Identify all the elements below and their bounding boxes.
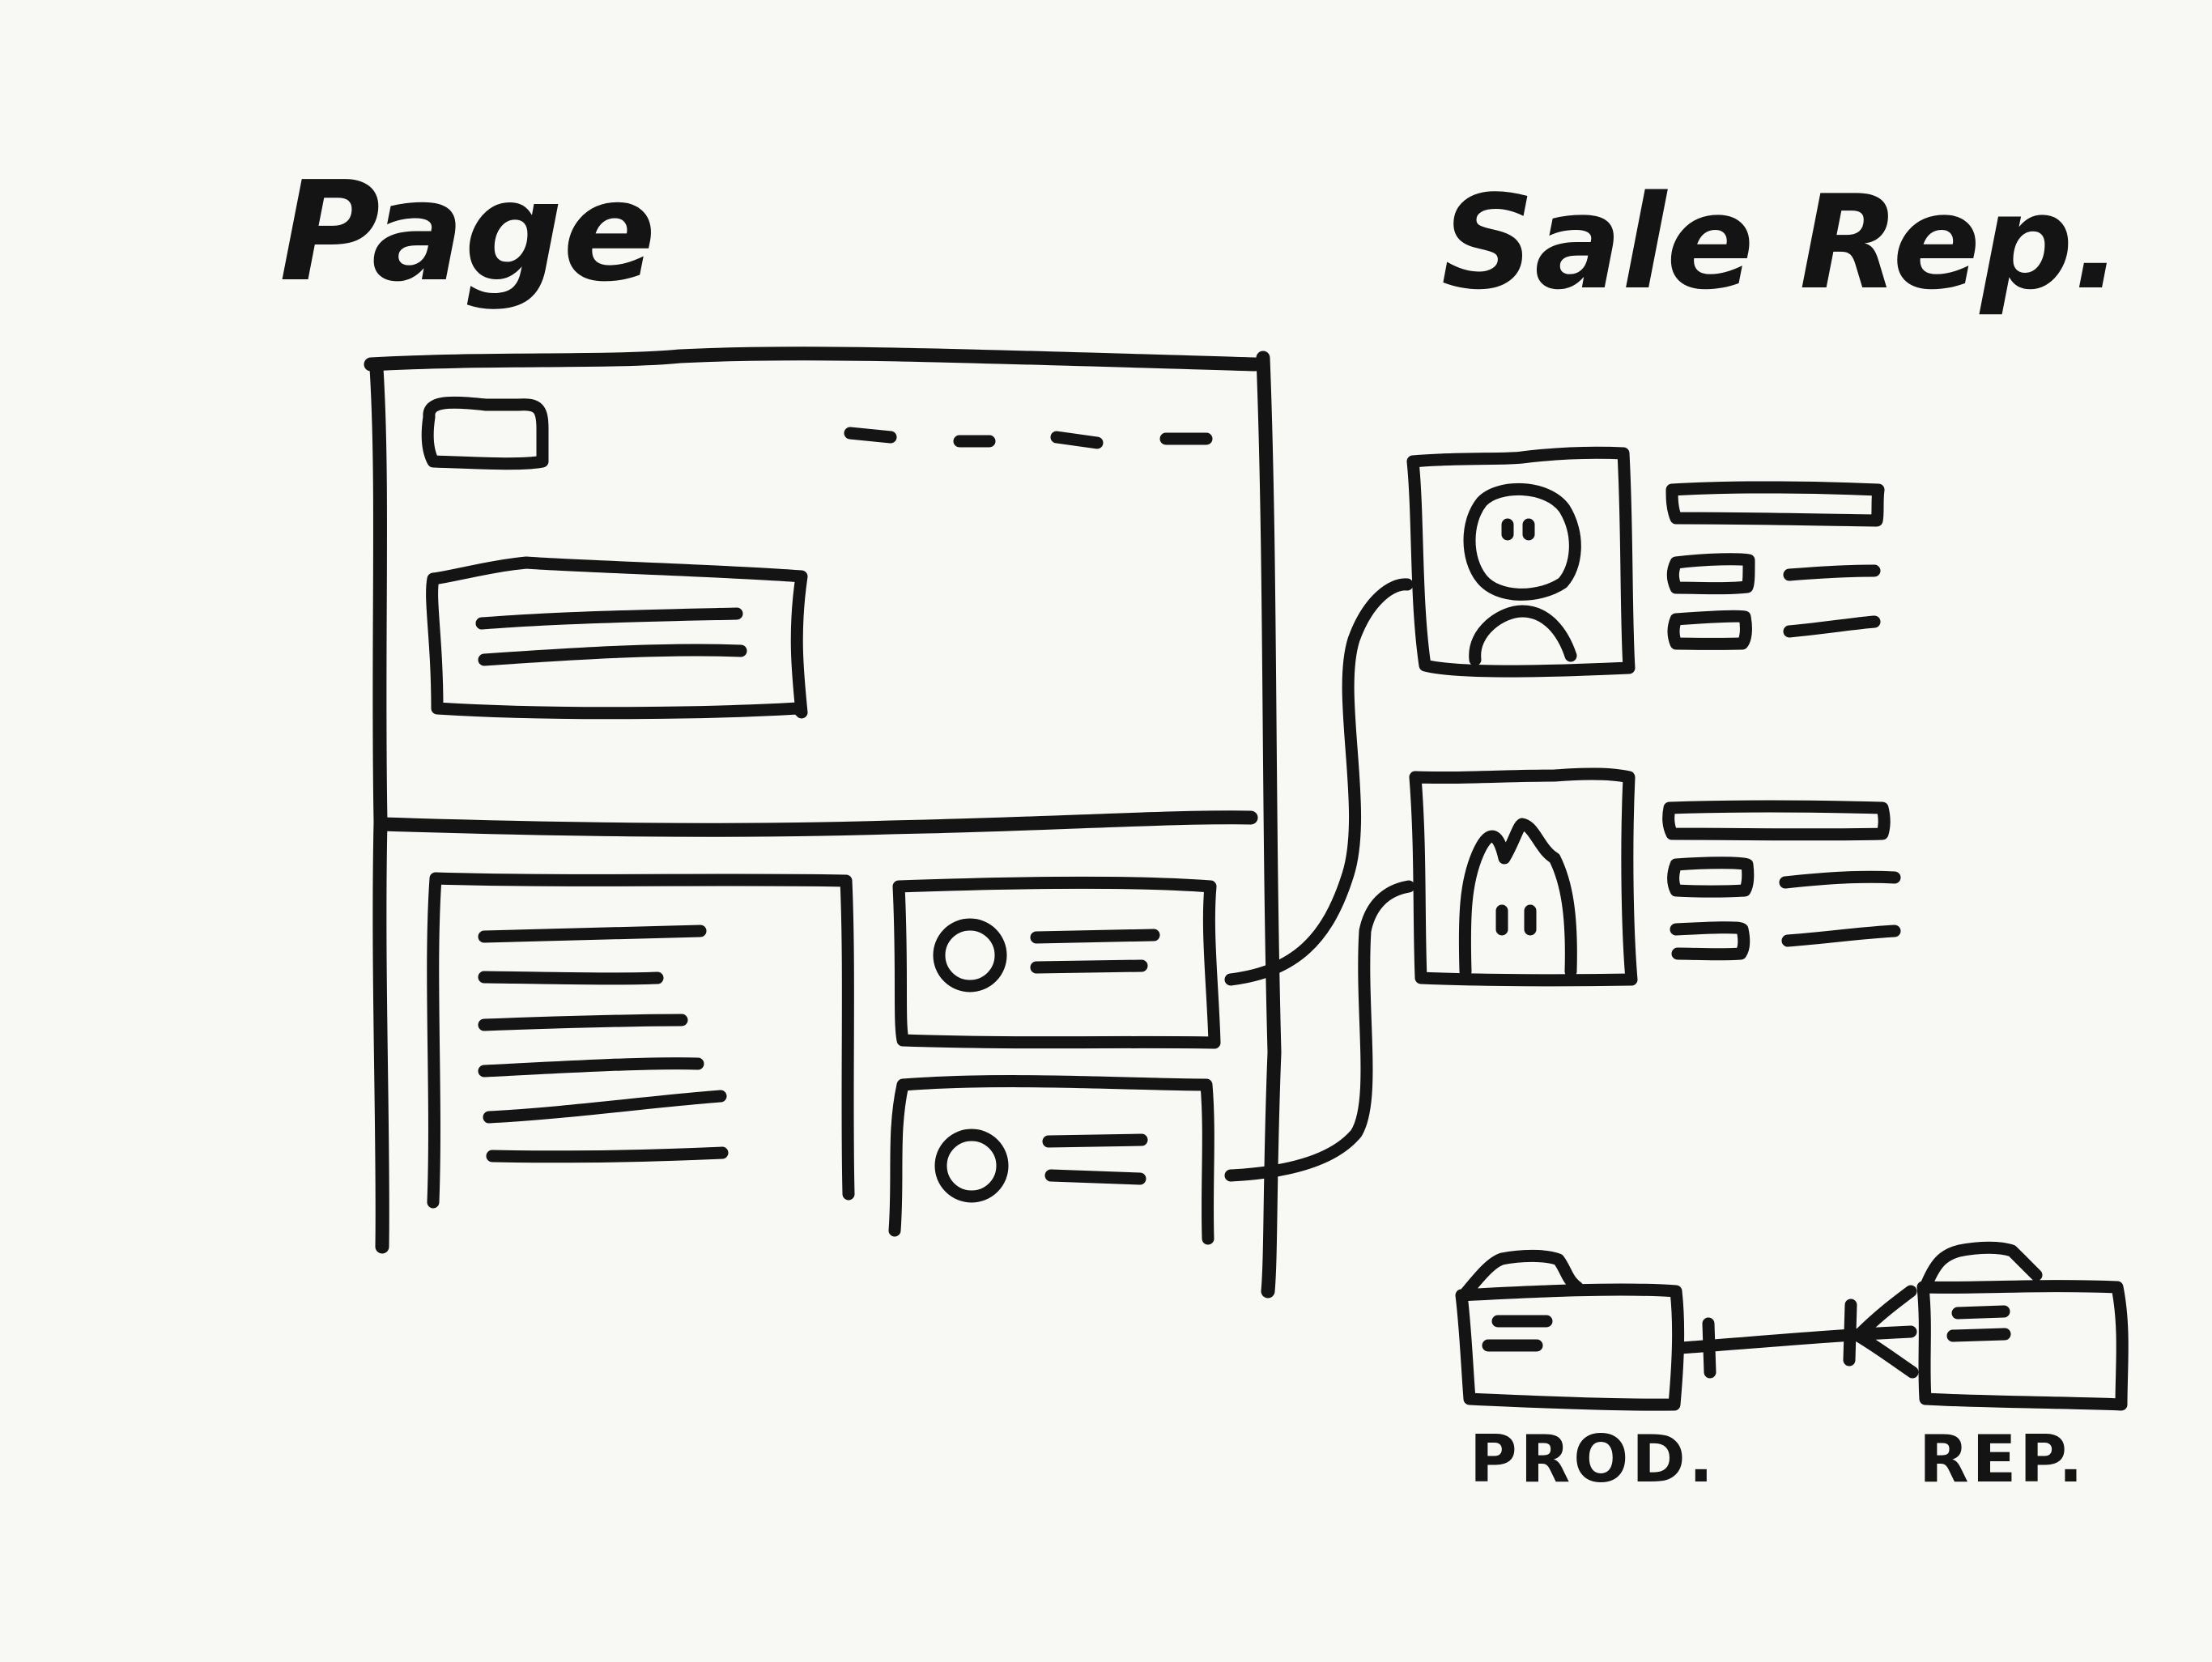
rep-list-card-2 (888, 1075, 1214, 1245)
profile-name-bar (1665, 481, 1885, 527)
text-line (486, 1146, 729, 1163)
profile-field-line (1783, 564, 1881, 581)
text-line (478, 1057, 704, 1078)
card-text-line (1030, 959, 1148, 974)
profile-field-line (1781, 925, 1901, 947)
portrait-shoulders (1469, 605, 1577, 666)
person-portrait-icon (1458, 818, 1577, 978)
hero-card (426, 556, 808, 720)
text-line (483, 1090, 727, 1124)
avatar-circle-icon (933, 918, 1007, 993)
rep-list-card-1 (892, 876, 1221, 1049)
relationship-connector (1674, 1285, 1919, 1379)
crows-foot-upper (1852, 1285, 1917, 1342)
rep-folder-body (1916, 1280, 2129, 1411)
rep-text-line (1951, 1305, 2010, 1320)
prod-folder-tab (1457, 1249, 1584, 1302)
connector-card2-to-rep2 (1224, 880, 1415, 1182)
text-column-lines (478, 925, 729, 1163)
card-text-line (1042, 1133, 1148, 1148)
card-frame (892, 876, 1221, 1049)
text-line (478, 925, 707, 943)
avatar-circle-icon (934, 1129, 1009, 1203)
crows-foot-lower (1852, 1329, 1919, 1379)
rep-folder-tab (1919, 1241, 2043, 1294)
sale-rep-title: Sale Rep. (1441, 167, 2122, 318)
page-frame-left (369, 361, 389, 1254)
nav-menu (844, 427, 1213, 449)
data-model: PROD. REP. (1455, 1241, 2129, 1497)
folder-icon (1455, 1249, 1685, 1411)
rep-text-line (1946, 1328, 2011, 1342)
profile-field-line (1779, 870, 1901, 889)
profile-field-box (1667, 857, 1755, 898)
profile-name-bar (1662, 800, 1891, 841)
profile-field-line (1783, 615, 1881, 638)
portrait-head (1463, 483, 1581, 601)
rep-profile-1 (1406, 446, 1885, 678)
hero-text-line (478, 644, 747, 666)
portrait-frame (1409, 767, 1638, 987)
logo-box (421, 396, 549, 470)
one-marker (1702, 1317, 1716, 1379)
text-column-frame (427, 872, 855, 1209)
page-title: Page (279, 152, 656, 312)
rep-label: REP. (1919, 1422, 2087, 1497)
profile-field-box (1667, 610, 1752, 650)
nav-item (844, 427, 897, 444)
person-portrait-icon (1463, 483, 1581, 666)
card-text-line (1044, 1169, 1146, 1185)
portrait-frame (1406, 446, 1636, 678)
profile-field-box (1670, 921, 1750, 961)
folder-icon (1916, 1241, 2129, 1411)
card-frame (888, 1075, 1214, 1245)
hero-text-line (475, 607, 743, 630)
prod-label: PROD. (1470, 1422, 1716, 1497)
page-wireframe (364, 346, 1282, 1299)
hero-divider (375, 810, 1258, 837)
profile-field-box (1666, 553, 1755, 595)
text-line (478, 1014, 688, 1031)
text-line (478, 971, 664, 985)
connector-card1-to-rep1 (1224, 578, 1414, 986)
page-frame-top (364, 346, 1262, 372)
prod-folder-body (1455, 1283, 1685, 1411)
many-marker-bar (1843, 1299, 1857, 1367)
page-frame-right (1256, 351, 1282, 1299)
nav-item (1050, 431, 1104, 449)
portrait-figure (1458, 818, 1577, 978)
card-text-line (1030, 929, 1160, 944)
rep-profile-2 (1409, 767, 1901, 987)
